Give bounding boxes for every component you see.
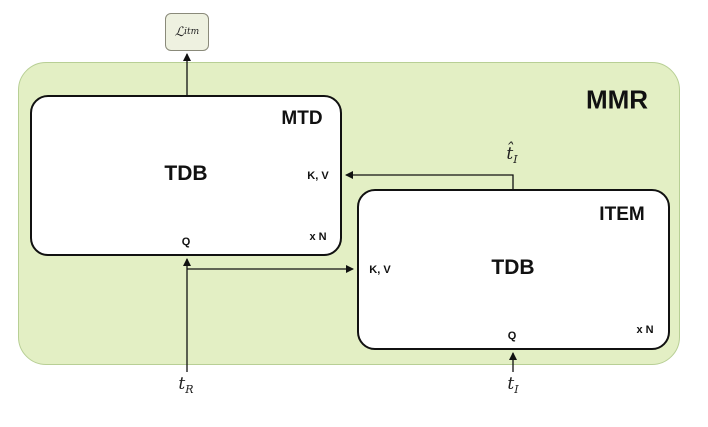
mmr-label: MMR: [585, 84, 649, 115]
loss-subscript: itm: [184, 27, 200, 37]
output-t-i-hat: t̂I: [506, 143, 518, 167]
mtd-repeat-label: x N: [309, 231, 327, 243]
item-q-label: Q: [507, 330, 517, 342]
mtd-kv-label: K, V: [307, 170, 329, 182]
arrow-item-to-mtd-kv: [345, 171, 514, 189]
mtd-tdb-label: TDB: [164, 162, 208, 185]
mtd-title: MTD: [281, 108, 323, 129]
mtd-q-label: Q: [181, 236, 191, 248]
input-t-r: tR: [178, 373, 194, 397]
item-tdb-label: TDB: [491, 256, 535, 279]
item-kv-label: K, V: [369, 264, 391, 276]
item-repeat-label: x N: [636, 324, 654, 336]
loss-symbol: ℒ: [174, 24, 185, 40]
input-t-i: tI: [507, 373, 519, 397]
item-title: ITEM: [599, 204, 645, 225]
item-module: [357, 189, 670, 350]
mtd-module: [30, 95, 342, 256]
